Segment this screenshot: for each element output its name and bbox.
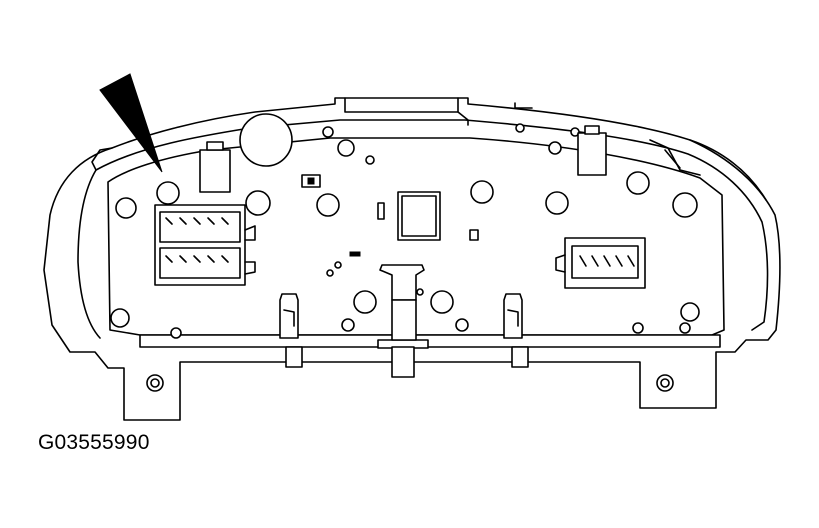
bottom-rail	[139, 334, 721, 348]
figure-reference-code: G03555990	[38, 431, 150, 454]
left-connector	[154, 204, 256, 286]
board-components	[199, 113, 607, 341]
bulb-sockets	[110, 123, 700, 392]
right-connector	[555, 237, 646, 289]
pointer-arrow	[99, 73, 163, 173]
